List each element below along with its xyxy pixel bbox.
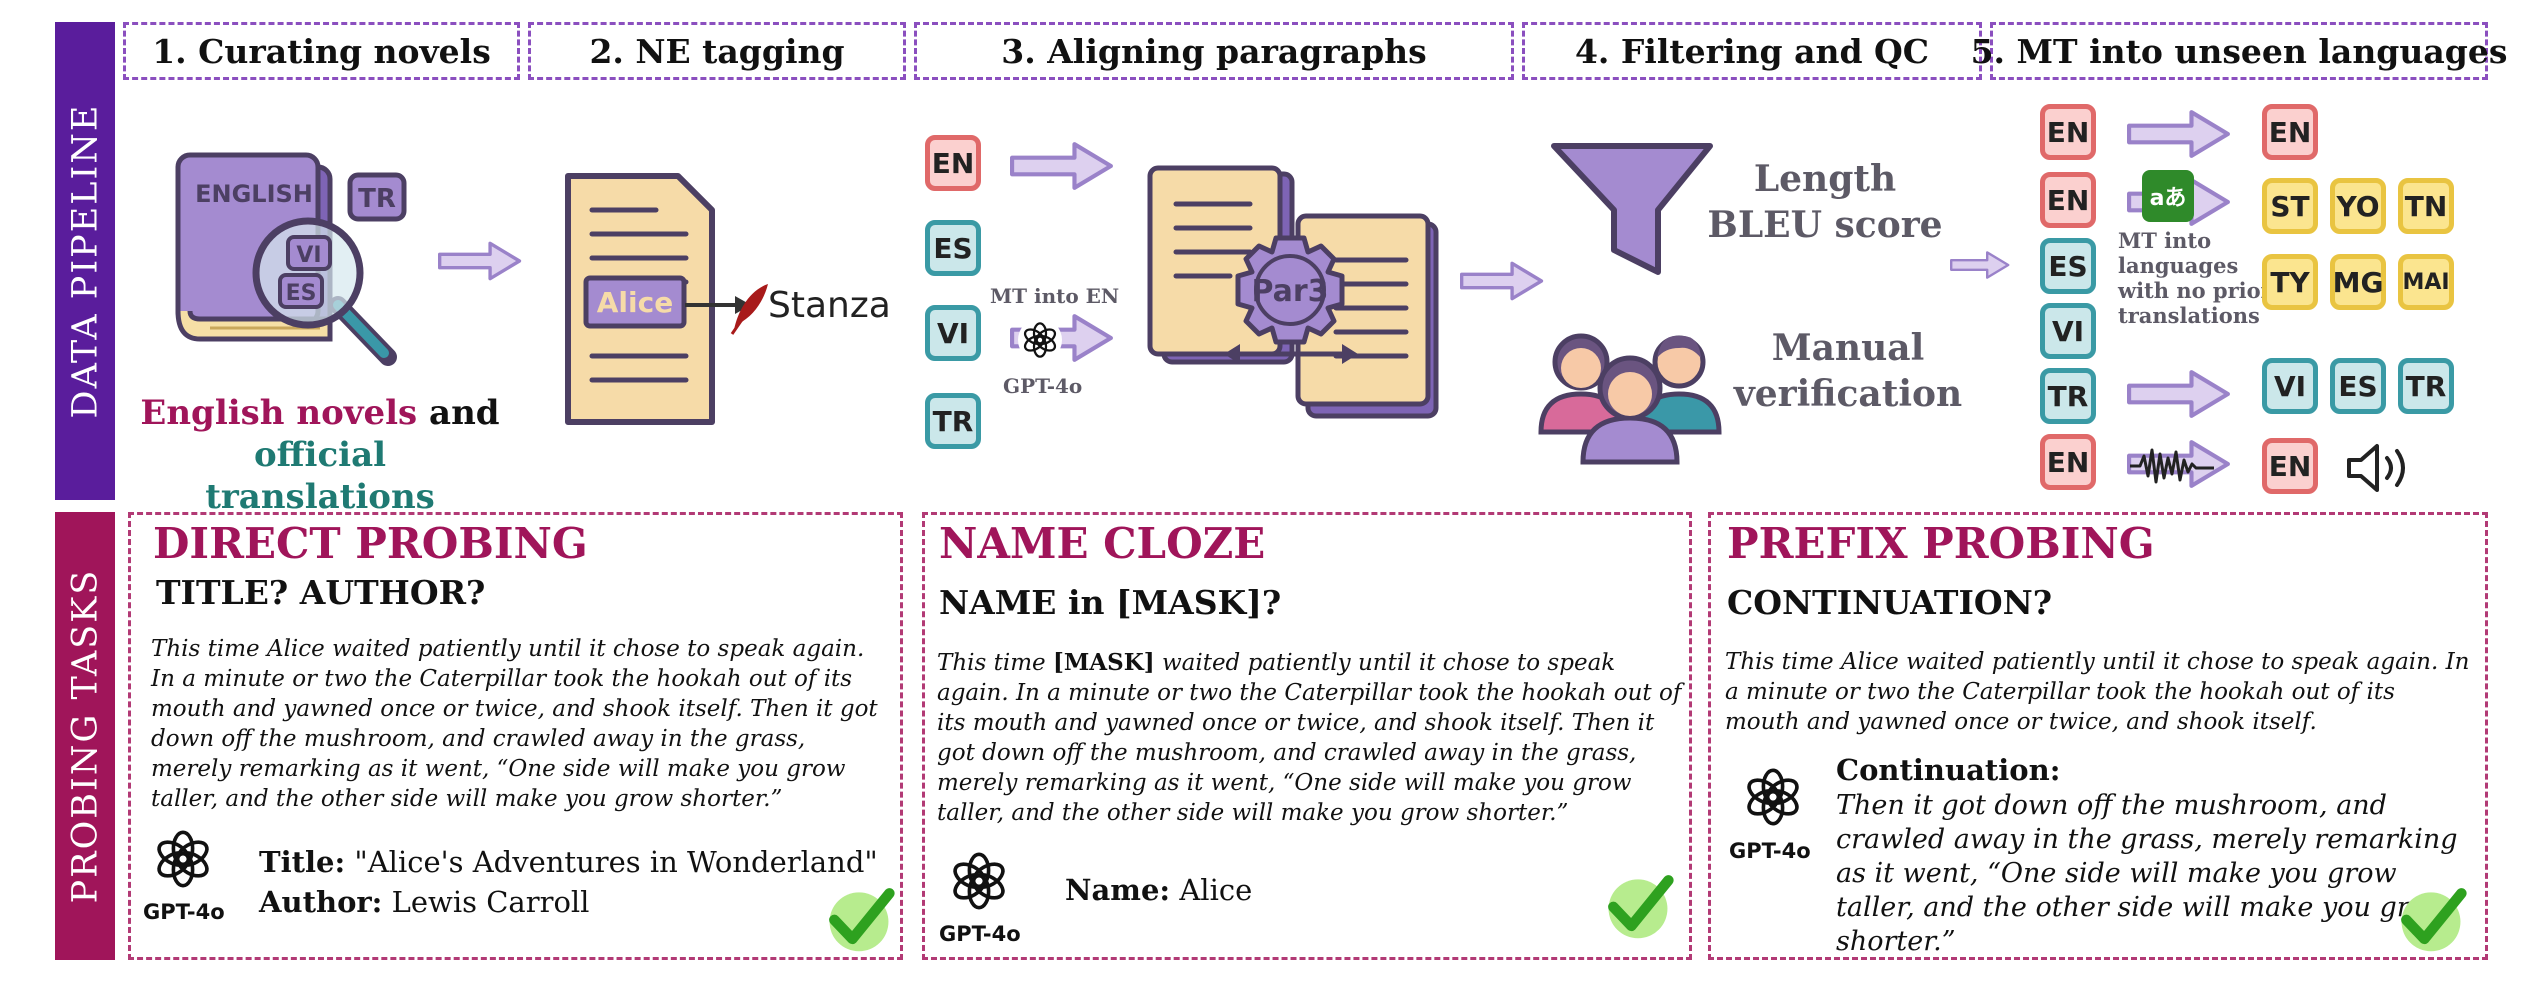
s5-right-yo: YO	[2330, 178, 2386, 234]
caption-english-novels: English novels	[140, 393, 417, 433]
gpt4o-label: GPT-4o	[1003, 374, 1082, 398]
continuation-label: Continuation:	[1836, 753, 2060, 787]
cloze-answer-name: Name: Alice	[1065, 873, 1252, 907]
svg-text:Alice: Alice	[597, 286, 673, 319]
svg-text:Par3: Par3	[1251, 274, 1328, 309]
manual-verification-label: Manual verification	[1728, 325, 1968, 417]
prefix-probing-box: PREFIX PROBING CONTINUATION? This time A…	[1708, 512, 2488, 960]
lang-badge-vi: VI	[925, 305, 981, 361]
filter-criteria: Length BLEU score	[1690, 156, 1960, 248]
direct-answer-author: Author: Lewis Carroll	[259, 885, 589, 919]
filter-length: Length	[1690, 156, 1960, 202]
s5-arrow-4	[2110, 368, 2248, 420]
people-icon	[1535, 318, 1725, 468]
s5-right-tr: TR	[2398, 358, 2454, 414]
lang-badge-es: ES	[925, 220, 981, 276]
name-cloze-passage: This time [MASK] waited patiently until …	[937, 648, 1682, 828]
en-align-arrow	[993, 140, 1131, 192]
s5-arrow-1	[2110, 108, 2248, 160]
mt-arrow	[993, 312, 1131, 364]
openai-icon	[1018, 318, 1062, 362]
svg-text:VI: VI	[296, 243, 321, 268]
mask-token: [MASK]	[1053, 649, 1155, 676]
lang-badge-en: EN	[925, 135, 981, 191]
svg-text:ENGLISH: ENGLISH	[195, 180, 313, 208]
s5-left-es: ES	[2040, 238, 2096, 294]
direct-probing-passage: This time Alice waited patiently until i…	[151, 634, 886, 814]
step3-arrow	[1460, 248, 1544, 314]
novel-book-icon: ENGLISH TR VI ES	[170, 145, 420, 370]
step-1-header: 1. Curating novels	[123, 22, 520, 80]
direct-probing-title: DIRECT PROBING	[153, 519, 588, 568]
s5-right-st: ST	[2262, 178, 2318, 234]
checkmark-icon-3	[2393, 880, 2469, 956]
s5-left-vi: VI	[2040, 303, 2096, 359]
s5-right-tn: TN	[2398, 178, 2454, 234]
google-translate-icon: aあ	[2140, 168, 2196, 224]
step-5-header: 5. MT into unseen languages	[1990, 22, 2488, 80]
data-pipeline-label: DATA PIPELINE	[55, 22, 115, 500]
direct-answer-title: Title: "Alice's Adventures in Wonderland…	[259, 845, 878, 879]
prefix-probing-passage: This time Alice waited patiently until i…	[1725, 647, 2475, 737]
speaker-icon	[2345, 442, 2417, 494]
s5-left-en-3: EN	[2040, 434, 2096, 490]
checkmark-icon-1	[821, 880, 897, 956]
s5-left-en-1: EN	[2040, 104, 2096, 160]
s5-right-es: ES	[2330, 358, 2386, 414]
step4-arrow	[1950, 232, 2010, 298]
svg-text:aあ: aあ	[2150, 186, 2187, 211]
prefix-probing-subtitle: CONTINUATION?	[1727, 583, 2052, 622]
mt-into-en-label: MT into EN	[990, 284, 1119, 308]
name-cloze-title: NAME CLOZE	[939, 519, 1265, 568]
direct-probing-subtitle: TITLE? AUTHOR?	[156, 573, 485, 612]
mt-unseen-caption: MT into languages with no prior translat…	[2118, 228, 2272, 328]
s5-right-en-1: EN	[2262, 104, 2318, 160]
prefix-probing-title: PREFIX PROBING	[1727, 519, 2155, 568]
stanza-label: Stanza	[768, 285, 891, 326]
s5-right-mg: MG	[2330, 254, 2386, 310]
s5-right-vi: VI	[2262, 358, 2318, 414]
checkmark-icon-2	[1600, 867, 1676, 943]
filter-bleu: BLEU score	[1690, 202, 1960, 248]
s5-left-en-2: EN	[2040, 172, 2096, 228]
s5-right-ty: TY	[2262, 254, 2318, 310]
audio-wave-icon	[2130, 448, 2214, 484]
gpt4o-label-1: GPT-4o	[143, 900, 225, 924]
name-cloze-box: NAME CLOZE NAME in [MASK]? This time [MA…	[922, 512, 1692, 960]
name-cloze-subtitle: NAME in [MASK]?	[939, 583, 1281, 622]
gpt4o-logo-1	[151, 827, 215, 891]
s5-left-tr: TR	[2040, 368, 2096, 424]
continuation-text: Then it got down off the mushroom, and c…	[1836, 789, 2466, 959]
probing-tasks-label: PROBING TASKS	[55, 512, 115, 960]
novels-caption: English novels and official translations	[140, 392, 500, 518]
lang-badge-tr: TR	[925, 393, 981, 449]
step1-arrow	[438, 225, 522, 297]
quill-icon	[728, 280, 772, 336]
gpt4o-logo-2	[947, 849, 1011, 913]
step-4-header: 4. Filtering and QC	[1522, 22, 1982, 80]
gpt4o-label-3: GPT-4o	[1729, 839, 1811, 863]
step-3-header: 3. Aligning paragraphs	[914, 22, 1514, 80]
s5-right-en-2: EN	[2262, 438, 2318, 494]
direct-probing-box: DIRECT PROBING TITLE? AUTHOR? This time …	[128, 512, 903, 960]
caption-official-translations: official translations	[205, 435, 435, 517]
caption-and: and	[417, 393, 499, 433]
parallel-books-icon: Par3	[1140, 160, 1450, 425]
step-2-header: 2. NE tagging	[528, 22, 906, 80]
s5-right-mai: MAI	[2398, 254, 2454, 310]
svg-text:TR: TR	[358, 184, 396, 214]
gpt4o-logo-3	[1741, 765, 1805, 829]
gpt4o-label-2: GPT-4o	[939, 922, 1021, 946]
svg-text:ES: ES	[286, 281, 317, 306]
